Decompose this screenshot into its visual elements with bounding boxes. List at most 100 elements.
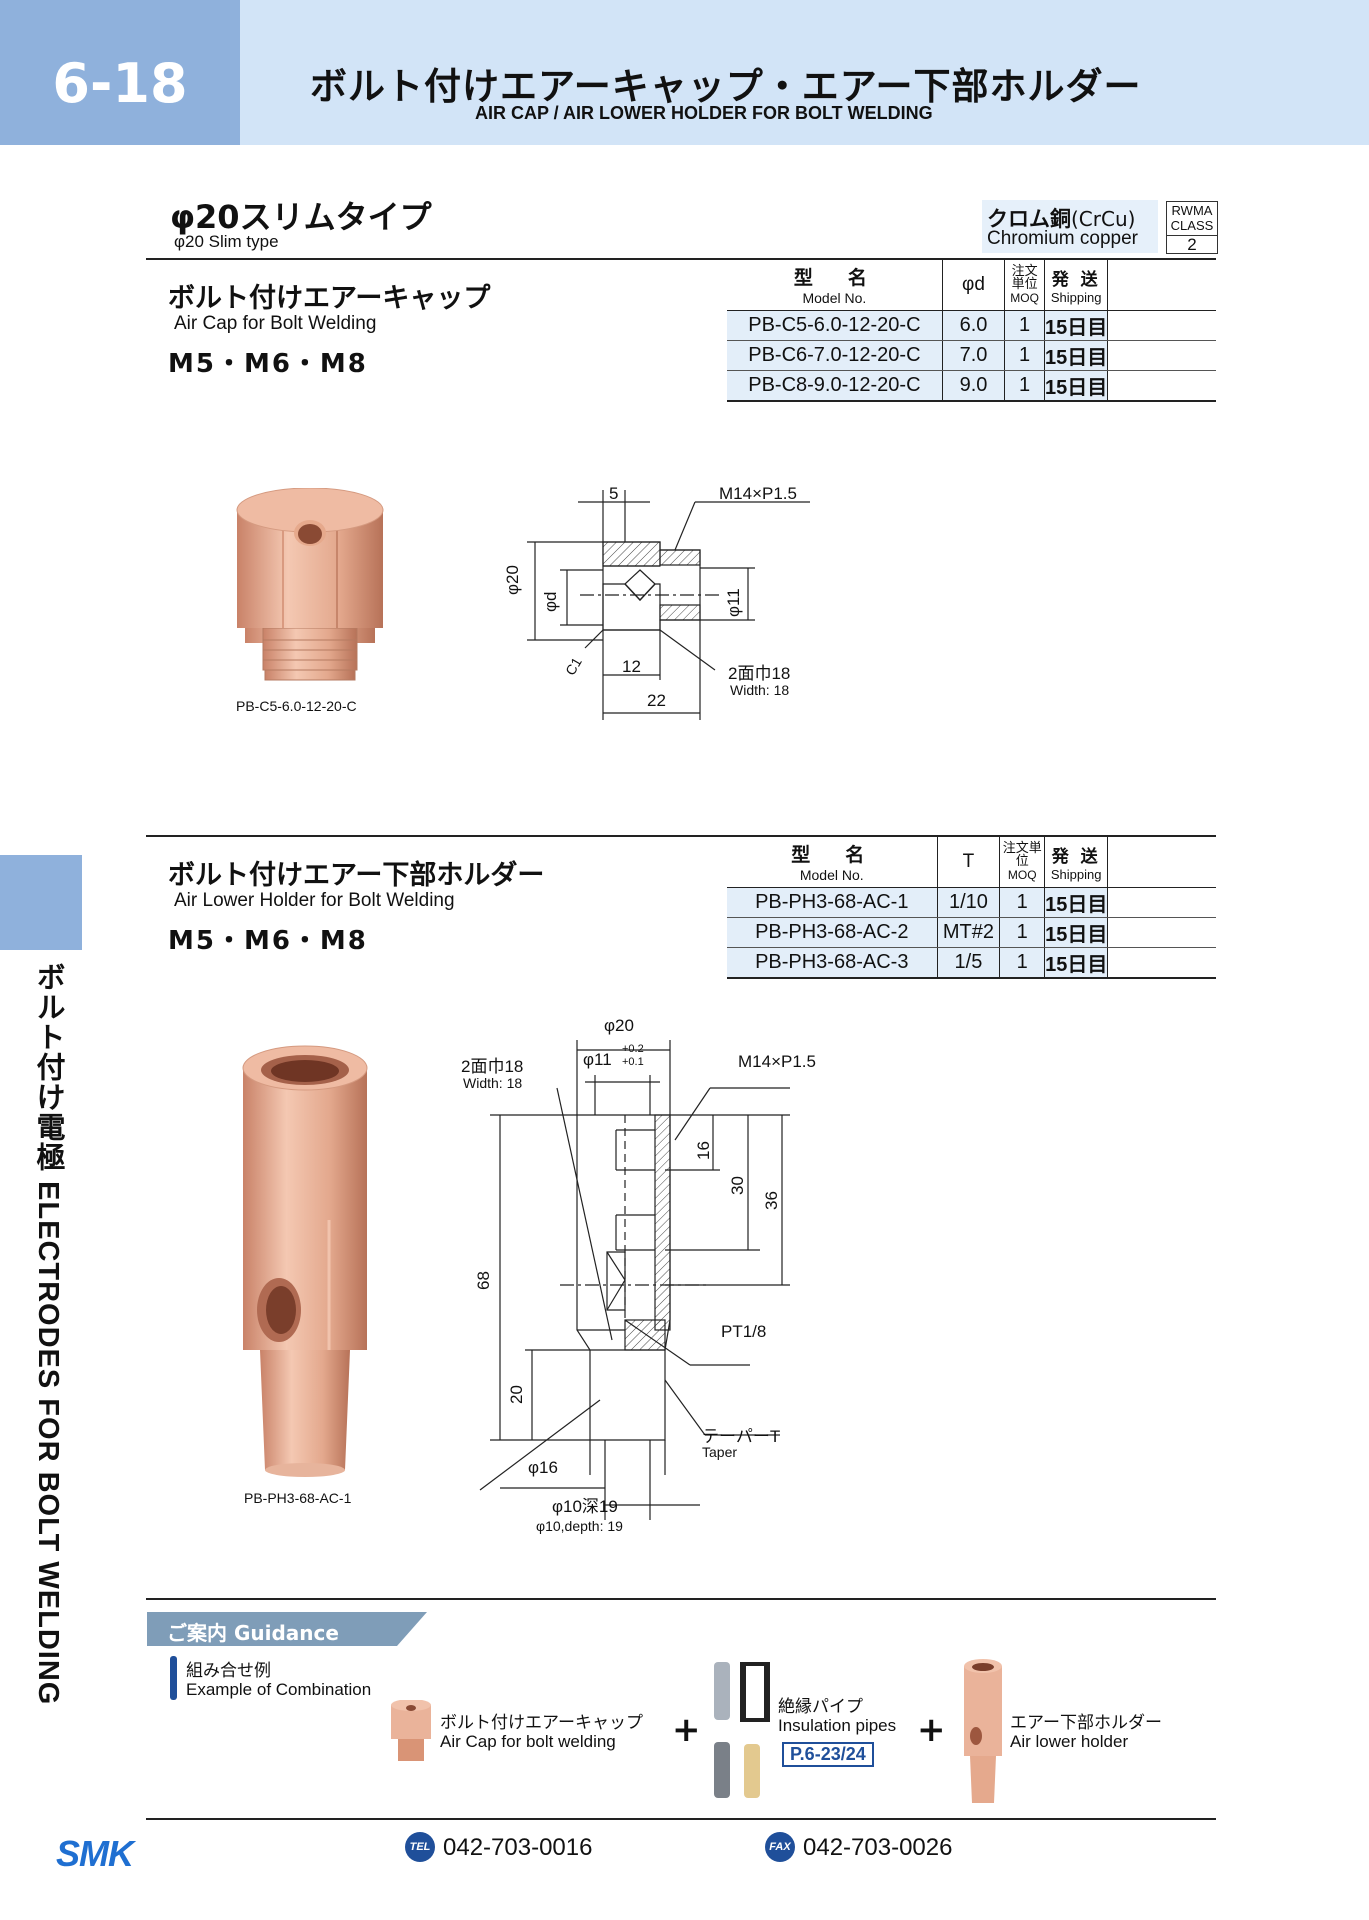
rwma-class-box: RWMA CLASS 2	[1166, 201, 1218, 254]
air-cap-sizes: M5・M6・M8	[168, 349, 368, 379]
air-cap-thumb	[391, 1700, 431, 1761]
air-cap-title-jp: ボルト付けエアーキャップ	[168, 283, 491, 314]
dim-hole-jp: φ10深19	[552, 1497, 618, 1516]
cell-ship: 15日目	[1044, 370, 1108, 402]
item1-en: Air Cap for bolt welding	[440, 1732, 616, 1751]
holder-photo-caption: PB-PH3-68-AC-1	[244, 1490, 352, 1506]
rwma-label: RWMA CLASS	[1167, 202, 1217, 236]
holder-drawing	[479, 1040, 790, 1520]
footer-rule	[146, 1818, 1216, 1820]
material-box	[982, 200, 1158, 253]
dim-width-en: Width: 18	[463, 1075, 523, 1091]
air-cap-title-en: Air Cap for Bolt Welding	[174, 313, 377, 334]
cell-moq: 1	[1004, 309, 1045, 341]
section-rule	[146, 258, 1216, 260]
cell-model: PB-C8-9.0-12-20-C	[727, 370, 943, 402]
air-cap-photo	[236, 488, 384, 681]
plus-2: +	[917, 1710, 946, 1750]
fax-number: 042-703-0026	[803, 1834, 953, 1861]
item2-en: Insulation pipes	[778, 1716, 897, 1735]
company-logo: SMK	[56, 1833, 134, 1874]
dim-pt: PT1/8	[721, 1322, 767, 1341]
dim-phi11: φ11	[583, 1050, 612, 1069]
dim-phi20: φ20	[604, 1016, 634, 1035]
section-title-en: φ20 Slim type	[174, 232, 279, 251]
dim-thread: M14×P1.5	[738, 1052, 816, 1071]
item3-jp: エアー下部ホルダー	[1010, 1713, 1162, 1733]
dim-phi20: φ20	[503, 565, 522, 595]
header-band	[240, 0, 1369, 145]
material-en: Chromium copper	[987, 228, 1138, 249]
dim-width-jp: 2面巾18	[728, 664, 791, 683]
example-en: Example of Combination	[186, 1680, 372, 1699]
section-title-jp: φ20スリムタイプ	[170, 198, 432, 236]
side-tab	[0, 855, 82, 950]
cell-moq: 1	[999, 886, 1045, 918]
cell-model: PB-PH3-68-AC-2	[727, 917, 938, 948]
plus-1: +	[672, 1710, 701, 1750]
dim-20: 20	[507, 1385, 526, 1404]
cell-param: 1/5	[936, 947, 1000, 979]
dim-16: 16	[694, 1141, 713, 1160]
cell-ship: 15日目	[1044, 886, 1108, 918]
cell-ship: 15日目	[1044, 917, 1108, 948]
cell-model: PB-C5-6.0-12-20-C	[727, 309, 943, 341]
dim-22: 22	[647, 691, 666, 710]
dim-width-jp: 2面巾18	[461, 1057, 524, 1076]
cell-moq: 1	[1004, 340, 1045, 371]
holder-title-jp: ボルト付けエアー下部ホルダー	[168, 860, 545, 891]
dim-width-en: Width: 18	[730, 682, 790, 698]
dim-thread: M14×P1.5	[719, 484, 797, 503]
dim-30: 30	[728, 1176, 747, 1195]
cell-model: PB-C6-7.0-12-20-C	[727, 340, 943, 371]
dim-tol-low: +0.1	[622, 1056, 644, 1068]
dim-taper-jp: テーパーT	[702, 1427, 781, 1446]
col-param: T	[936, 837, 1000, 887]
cell-param: 7.0	[941, 340, 1005, 371]
page-title-en: AIR CAP / AIR LOWER HOLDER FOR BOLT WELD…	[475, 103, 933, 123]
dim-5: 5	[609, 484, 619, 503]
dim-phi16: φ16	[528, 1458, 558, 1477]
page-number: 6-18	[52, 52, 188, 115]
page-number-block: 6-18	[0, 0, 240, 145]
insulation-pipes-thumb	[714, 1662, 770, 1798]
air-cap-drawing	[527, 490, 810, 720]
item2-jp: 絶縁パイプ	[778, 1697, 863, 1717]
air-cap-photo-caption: PB-C5-6.0-12-20-C	[236, 698, 357, 714]
dim-phid: φd	[541, 591, 560, 612]
item1-jp: ボルト付けエアーキャップ	[440, 1713, 643, 1733]
material-jp: クロム銅(CrCu)	[987, 207, 1136, 231]
cell-param: 1/10	[936, 886, 1000, 918]
cell-moq: 1	[1004, 370, 1045, 402]
dim-hole-en: φ10,depth: 19	[536, 1518, 623, 1534]
cell-ship: 15日目	[1044, 947, 1108, 979]
cell-moq: 1	[999, 917, 1045, 948]
item2-page-ref[interactable]: P.6-23/24	[782, 1742, 874, 1767]
dim-tol-up: +0.2	[622, 1043, 644, 1055]
guidance-bar	[147, 1612, 427, 1646]
holder-title-en: Air Lower Holder for Bolt Welding	[174, 890, 455, 911]
cell-param: MT#2	[936, 917, 1000, 948]
dim-68: 68	[474, 1271, 493, 1290]
example-jp: 組み合せ例	[186, 1661, 271, 1681]
holder-sizes: M5・M6・M8	[168, 926, 368, 956]
dim-phi11: φ11	[724, 588, 743, 617]
tel-icon: TEL	[405, 1832, 435, 1862]
cell-ship: 15日目	[1044, 309, 1108, 341]
col-param: φd	[941, 260, 1005, 310]
tel-number[interactable]: 042-703-0016	[443, 1834, 593, 1861]
holder-rule	[146, 835, 1216, 837]
